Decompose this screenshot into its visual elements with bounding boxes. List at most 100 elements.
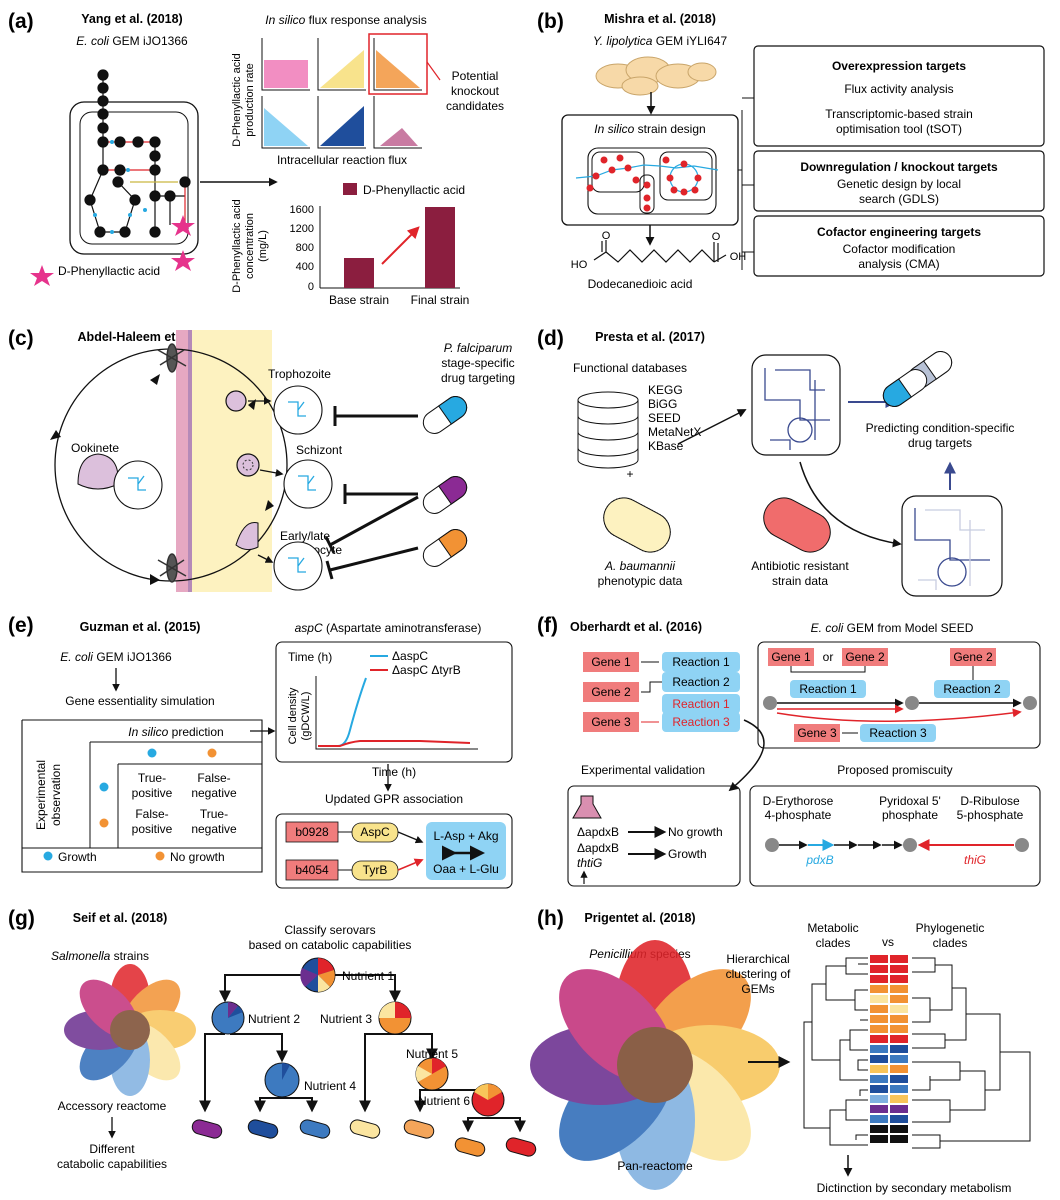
plus-sign: +: [626, 467, 633, 481]
panel-e-author: Guzman et al. (2015): [80, 620, 201, 634]
method-text: search (GDLS): [859, 192, 939, 206]
time-x-label: Time (h): [372, 765, 416, 779]
heatmap-cell: [890, 1005, 908, 1013]
heatmap-cell: [870, 975, 888, 983]
predict-label: drug targets: [908, 436, 972, 450]
no-growth-label: No growth: [668, 825, 723, 839]
heatmap-cell: [870, 1125, 888, 1133]
tp-label: True-positive: [132, 771, 173, 800]
species-label: A. baumannii: [604, 559, 675, 573]
heatmap-cell: [890, 1015, 908, 1023]
database-icon: [577, 391, 639, 469]
panel-f-author: Oberhardt et al. (2016): [570, 620, 702, 634]
pan-reactome-label: Pan-reactome: [617, 1159, 693, 1173]
drug-pill-icon: [422, 476, 468, 514]
heatmap-cell: [890, 1045, 908, 1053]
nutrient-label: Nutrient 4: [304, 1079, 356, 1093]
heatmap-cell: [890, 1075, 908, 1083]
products-bottom: Oaa + L-Glu: [433, 862, 499, 876]
nutrient-label: Nutrient 6: [418, 1094, 470, 1108]
method-text: Flux activity analysis: [844, 82, 953, 96]
pie-node: [300, 957, 336, 993]
expval-label: Experimental validation: [581, 763, 705, 777]
classify-label: based on catabolic capabilities: [249, 938, 412, 952]
reaction-label: Reaction 1: [672, 697, 730, 711]
gene-label: Gene 3: [797, 726, 837, 740]
classify-label: Classify serovars: [284, 923, 375, 937]
nutrient-label: Nutrient 5: [406, 1047, 458, 1061]
products-top: L-Asp + Akg: [433, 829, 498, 843]
db-title: Functional databases: [573, 361, 687, 375]
cell-inner: [79, 111, 189, 245]
simulation-label: Gene essentiality simulation: [65, 694, 214, 708]
db-item: BiGG: [648, 397, 677, 411]
heatmap-cell: [870, 1005, 888, 1013]
panel-f-label: (f): [537, 614, 558, 637]
pie-node: [211, 1001, 245, 1035]
pheno-label: phenotypic data: [598, 574, 683, 588]
pie-node: [264, 1062, 300, 1098]
heatmap-cell: [870, 1075, 888, 1083]
ookinete-label: Ookinete: [71, 441, 119, 455]
panel-f: (f) Oberhardt et al. (2016) Gene 1 React…: [537, 614, 1041, 887]
strain-design-label: In silico strain design: [594, 122, 705, 136]
fp-label: False-positive: [132, 807, 173, 836]
heatmap-cell: [870, 1065, 888, 1073]
promiscuity-label: Proposed promiscuity: [837, 763, 952, 777]
or-label: or: [823, 650, 834, 664]
network-circles: [273, 385, 333, 591]
flux-plots: [261, 38, 422, 149]
pie-node: [471, 1083, 505, 1117]
resistant-bacterium-icon: [763, 497, 831, 553]
nutrient-label: Nutrient 1: [342, 969, 394, 983]
mutant-label: ΔapdxB: [577, 825, 619, 839]
gem-network: [764, 368, 830, 450]
schizont-label: Schizont: [296, 443, 343, 457]
panel-h: (h) Prigentet al. (2018) Penicillium spe…: [530, 907, 1031, 1195]
drug-pill-icon: [422, 396, 468, 434]
y-tick: 1200: [290, 223, 314, 235]
heatmap-cell: [890, 965, 908, 973]
trophozoite-cell: [225, 390, 247, 412]
panel-c-label: (c): [8, 327, 34, 350]
heatmap-cell: [890, 995, 908, 1003]
flux-title: In silico flux response analysis: [265, 13, 426, 27]
panel-b-author: Mishra et al. (2018): [604, 12, 716, 26]
diff-label: catabolic capabilities: [57, 1157, 167, 1171]
bar-y-axis-label: D-Phenyllactic acidconcentration(mg/L): [231, 199, 269, 293]
panel-a-author: Yang et al. (2018): [81, 12, 182, 26]
y-axis-label: D-Phenyllactic acidproduction rate: [231, 53, 256, 147]
panel-b-label: (b): [537, 10, 564, 33]
nutrient-label: Nutrient 2: [248, 1012, 300, 1026]
resist-label: Antibiotic resistant: [751, 559, 849, 573]
heatmap-cell: [890, 1055, 908, 1063]
mosquito-icon: [157, 343, 187, 583]
legend-star-icon: [30, 265, 54, 286]
db-item: KEGG: [648, 383, 683, 397]
pan-reactome-flower-icon: [530, 940, 780, 1190]
target-label: stage-specific: [441, 356, 514, 370]
heatmap-cell: [890, 955, 908, 963]
reaction-box: [662, 652, 740, 672]
atom-o: O: [602, 230, 611, 242]
gpr-box: [275, 813, 513, 889]
arrow: [799, 461, 902, 548]
molecule-label: Dodecanedioic acid: [588, 277, 693, 291]
bacterium-icons: [191, 1119, 537, 1157]
heatmap-cell: [890, 1135, 908, 1143]
seed-title: E. coli GEM from Model SEED: [811, 621, 974, 635]
db-item: SEED: [648, 411, 681, 425]
reaction-label: Reaction 1: [672, 655, 730, 669]
heatmap-cell: [890, 975, 908, 983]
reaction-label: Reaction 2: [943, 682, 1001, 696]
gene-b4054: b4054: [295, 863, 329, 877]
yeast-network: [575, 154, 719, 212]
reaction-box: [662, 694, 740, 714]
y-tick: 0: [308, 281, 314, 293]
